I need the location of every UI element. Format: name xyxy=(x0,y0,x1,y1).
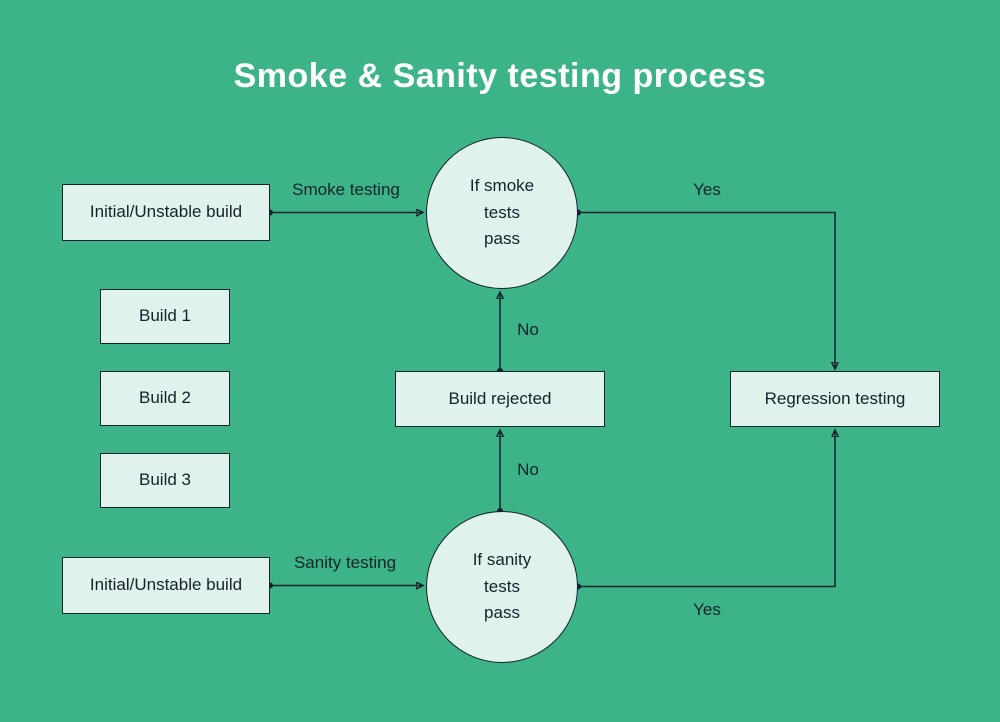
edge-yes-sanity xyxy=(578,430,835,588)
node-label: Build rejected xyxy=(448,388,552,408)
node-build-rejected: Build rejected xyxy=(395,371,605,427)
edge-label-no-smoke: No xyxy=(517,320,539,339)
node-label: Build 1 xyxy=(139,306,191,326)
edge-label-yes-sanity: Yes xyxy=(693,600,721,619)
node-build-3: Build 3 xyxy=(100,453,230,508)
node-initial-unstable-build-bottom: Initial/Unstable build xyxy=(62,557,270,614)
node-label: If sanity tests pass xyxy=(472,550,532,623)
node-label: Build 3 xyxy=(139,470,191,490)
node-build-1: Build 1 xyxy=(100,289,230,344)
diagram-title: Smoke & Sanity testing process xyxy=(233,57,767,95)
node-regression-testing: Regression testing xyxy=(730,371,940,427)
node-label: If smoke tests pass xyxy=(469,176,535,249)
node-label: Initial/Unstable build xyxy=(89,202,243,222)
edge-label-sanity-testing: Sanity testing xyxy=(293,553,397,572)
node-if-smoke-tests-pass: If smoke tests pass xyxy=(426,137,578,289)
node-label: Initial/Unstable build xyxy=(89,575,243,595)
edge-label-smoke-testing: Smoke testing xyxy=(292,180,400,199)
edge-yes-smoke xyxy=(578,211,835,370)
node-label: Build 2 xyxy=(139,388,191,408)
node-if-sanity-tests-pass: If sanity tests pass xyxy=(426,511,578,663)
edge-label-yes-smoke: Yes xyxy=(693,180,721,199)
node-initial-unstable-build-top: Initial/Unstable build xyxy=(62,184,270,241)
edge-label-no-sanity: No xyxy=(517,460,539,479)
node-label: Regression testing xyxy=(764,388,906,408)
node-build-2: Build 2 xyxy=(100,371,230,426)
